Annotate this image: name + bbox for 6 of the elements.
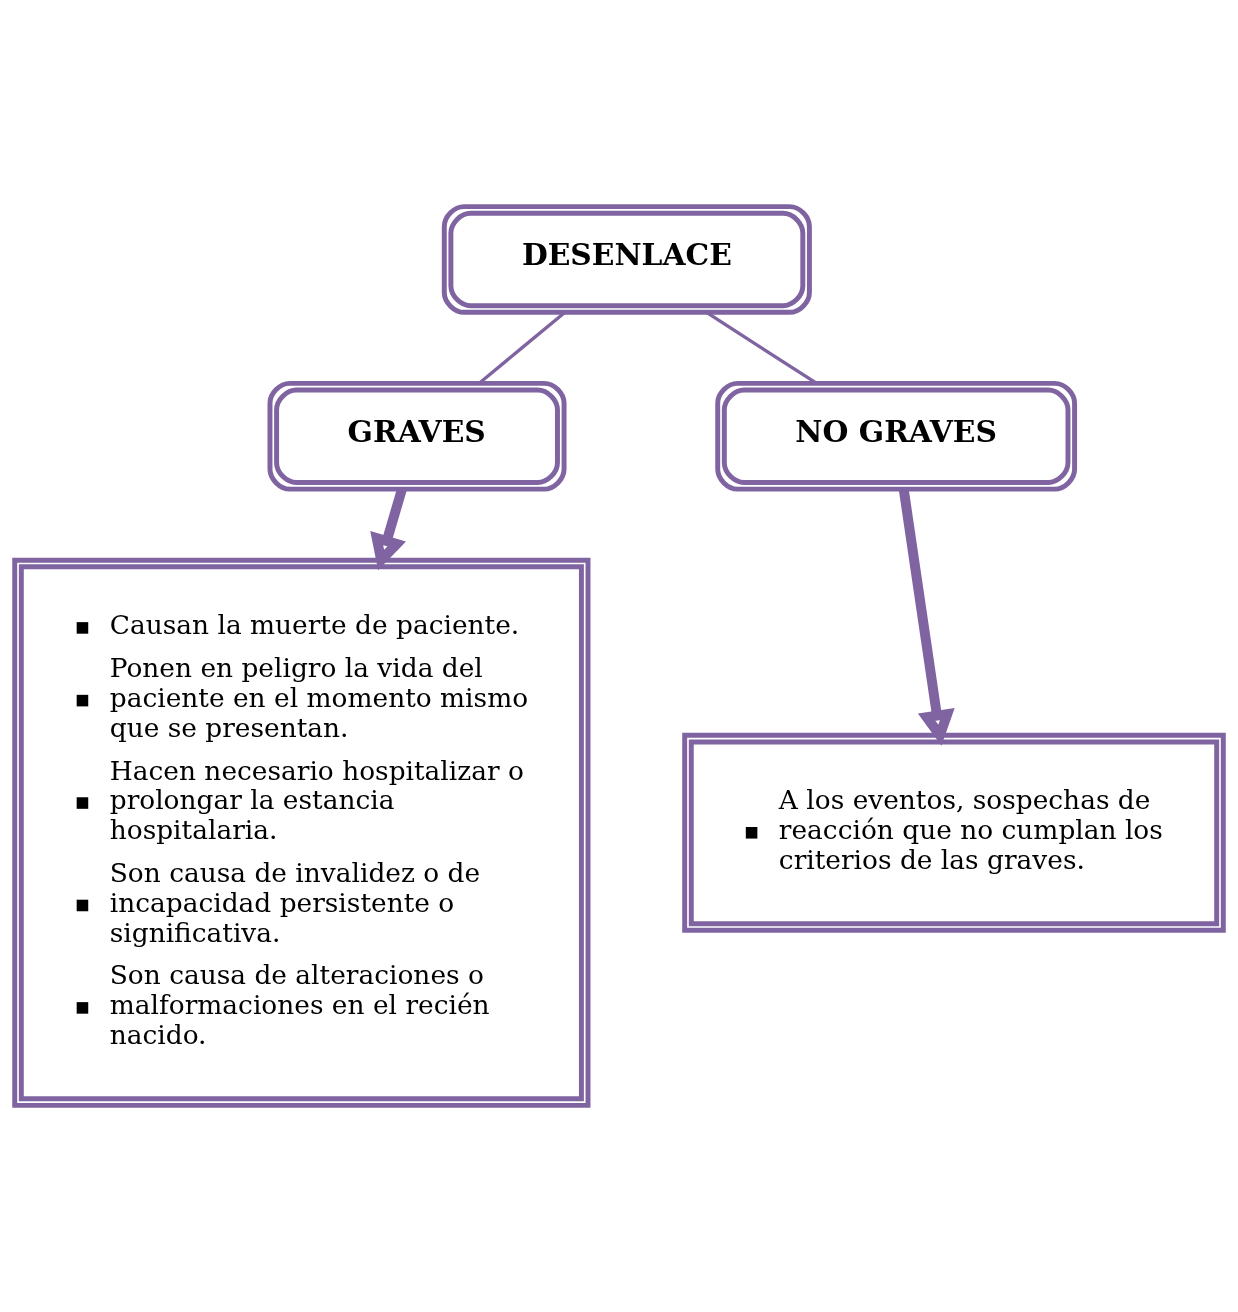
node-box: NO GRAVES xyxy=(715,380,1078,492)
node-box: A los eventos, sospechas de reacción que no cumplan los criterios de las graves. xyxy=(682,732,1226,933)
node-box: GRAVES xyxy=(267,380,567,492)
node-box: Causan la muerte de paciente. Ponen en peligro la vida del paciente en el momento mismo que se presentan. Hacen necesario hospitalizar o prolongar la estancia hospitalaria. Son causa de invalidez o de incapacidad persistente o significativa. Son causa de alteraciones o malformaciones en el recién nacido. xyxy=(12,557,591,1108)
arrow xyxy=(898,488,955,746)
node-box: DESENLACE xyxy=(441,204,812,315)
